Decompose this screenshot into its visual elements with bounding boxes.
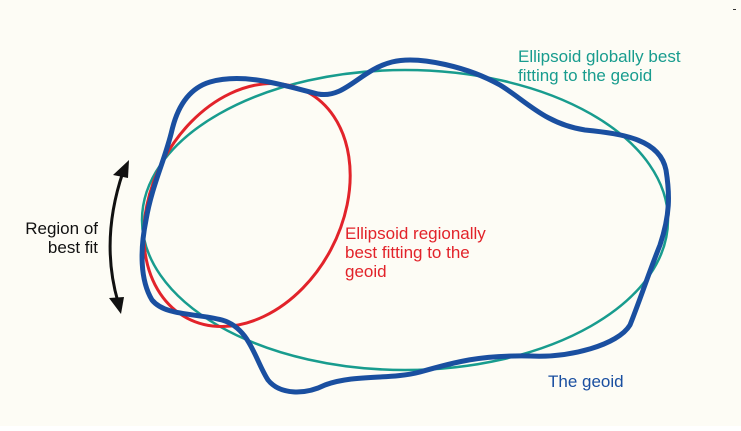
regional-ellipsoid-label-line-3: geoid [345,262,387,281]
global-ellipsoid-label-line-1: Ellipsoid globally best [518,47,681,66]
region-label-line-2: best fit [47,238,98,257]
global-ellipsoid-label: Ellipsoid globally best fitting to the g… [518,47,681,85]
arrowhead-bottom [109,297,124,314]
regional-ellipsoid-label-line-2: best fitting to the [345,243,470,262]
corner-tick-mark [733,9,736,10]
geoid-label: The geoid [548,372,624,391]
regional-ellipsoid-shape [142,82,352,328]
geoid-shape [139,57,671,395]
regional-ellipsoid-label-line-1: Ellipsoid regionally [345,224,486,243]
regional-ellipsoid-label: Ellipsoid regionally best fitting to the… [345,224,486,281]
global-ellipsoid-label-line-2: fitting to the geoid [518,66,653,85]
region-label-line-1: Region of [25,219,98,238]
best-fit-arrow [108,171,125,303]
region-of-best-fit-label: Region of best fit [10,219,98,257]
arrowhead-top [113,160,129,178]
